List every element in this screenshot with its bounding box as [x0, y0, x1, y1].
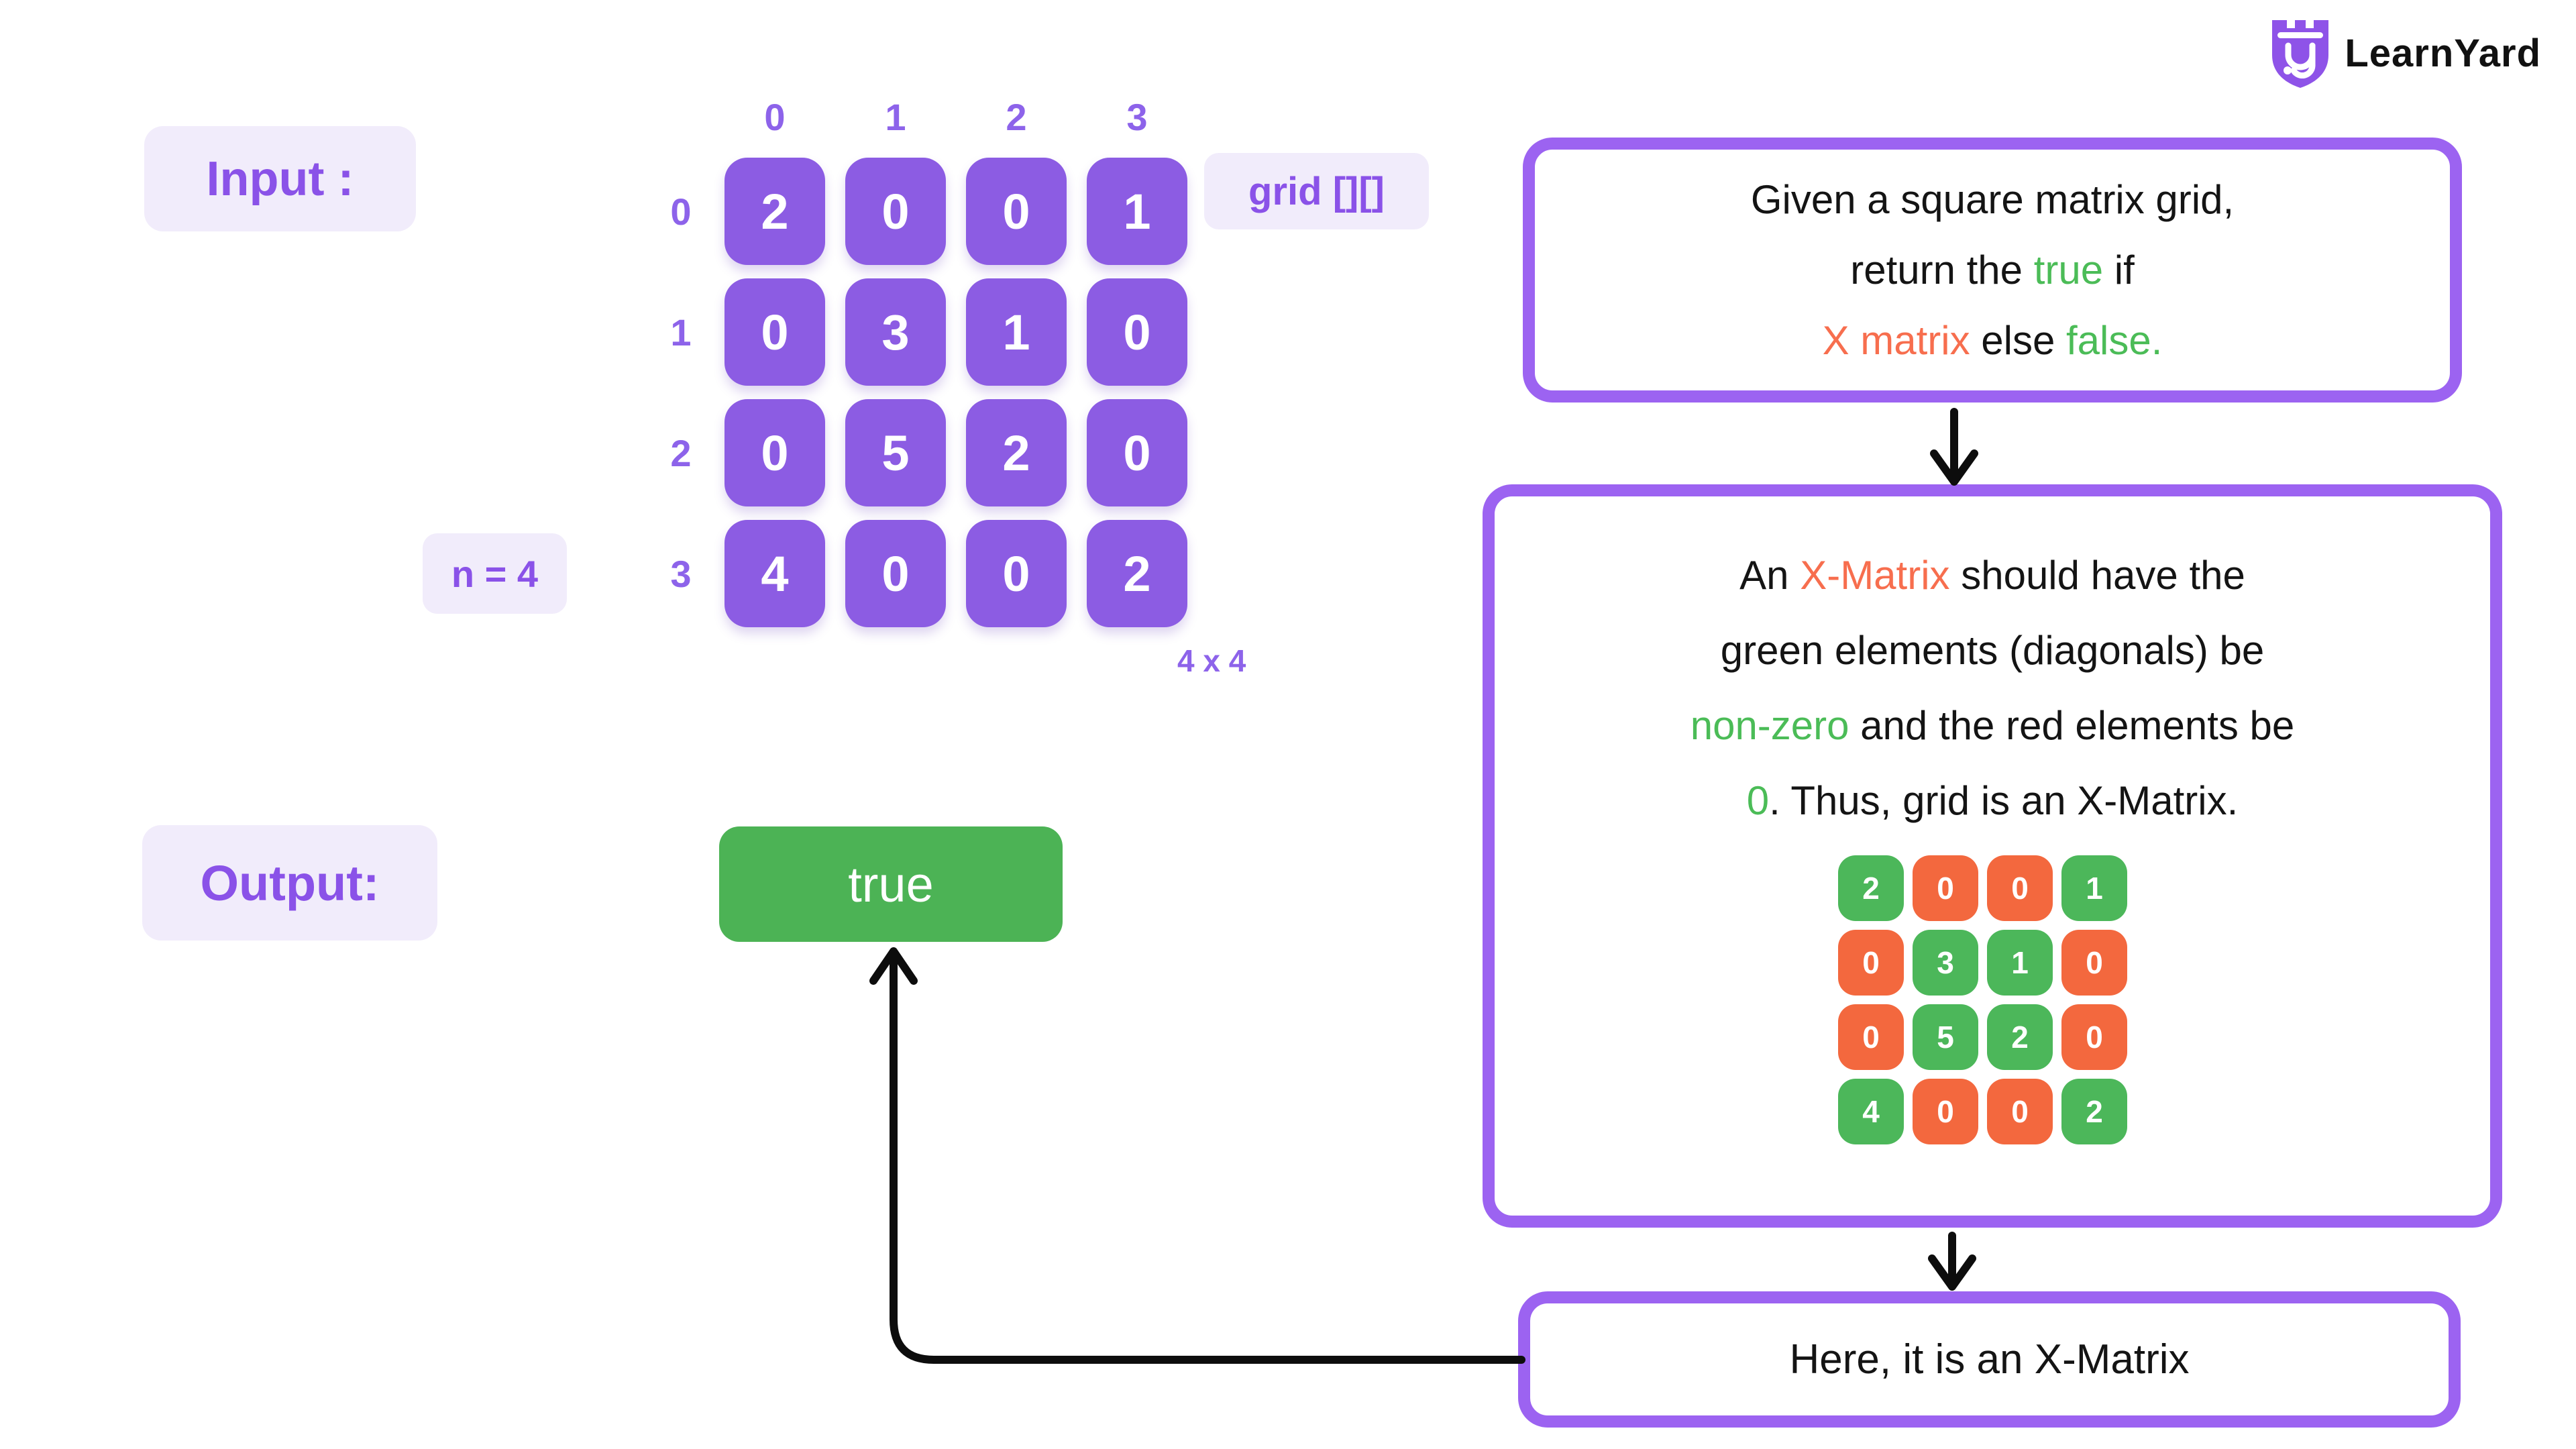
text-line: return the true if — [1850, 235, 2135, 305]
input-label: Input : — [206, 152, 354, 206]
arrow-explanation-to-conclusion — [1928, 1232, 1976, 1291]
learnyard-shield-icon — [2272, 20, 2329, 88]
input-chip: Input : — [144, 126, 416, 231]
matrix-col-headers: 0 1 2 3 — [724, 95, 1187, 139]
text-segment: X matrix — [1822, 318, 1970, 363]
grid-label: grid [][] — [1248, 169, 1385, 213]
text-segment: true — [2033, 248, 2104, 292]
row-header: 1 — [670, 311, 692, 354]
text-segment: should have the — [1949, 553, 2245, 598]
output-label: Output: — [200, 855, 380, 911]
output-value: true — [848, 856, 934, 912]
arrow-conclusion-to-output — [869, 947, 1525, 1364]
text-segment: non-zero — [1690, 703, 1849, 748]
output-chip: Output: — [142, 825, 437, 941]
example-matrix-cell: 4 — [1838, 1079, 1904, 1144]
matrix-cell: 2 — [966, 399, 1067, 506]
matrix-cell: 0 — [1087, 399, 1187, 506]
text-line: non-zero and the red elements be — [1690, 688, 2295, 763]
text-segment: return the — [1850, 248, 2034, 292]
example-matrix-cell: 5 — [1913, 1004, 1978, 1070]
example-matrix-cell: 2 — [1838, 855, 1904, 921]
example-matrix-cell: 2 — [2061, 1079, 2127, 1144]
matrix-cell: 0 — [845, 158, 946, 265]
text-segment: and the red elements be — [1849, 703, 2295, 748]
text-line: X matrix else false. — [1823, 305, 2163, 376]
col-header: 1 — [885, 96, 906, 138]
matrix-cell: 0 — [966, 520, 1067, 627]
matrix-cell: 3 — [845, 278, 946, 386]
text-line: An X-Matrix should have the — [1739, 538, 2245, 613]
arrow-problem-to-explanation — [1930, 408, 1978, 486]
example-matrix-cell: 0 — [1987, 1079, 2053, 1144]
row-header: 0 — [670, 190, 692, 233]
text-segment: An — [1739, 553, 1801, 598]
brand-name: LearnYard — [2345, 31, 2541, 75]
output-value-badge: true — [719, 826, 1063, 942]
matrix-cell: 5 — [845, 399, 946, 506]
matrix-cell: 4 — [724, 520, 825, 627]
example-matrix-cell: 0 — [1913, 1079, 1978, 1144]
matrix-cell: 1 — [1087, 158, 1187, 265]
matrix-cell: 0 — [966, 158, 1067, 265]
n-chip: n = 4 — [423, 533, 567, 614]
text-segment: Given a square matrix grid, — [1750, 177, 2235, 222]
conclusion-text: Here, it is an X-Matrix — [1789, 1336, 2190, 1383]
matrix-cell: 0 — [724, 399, 825, 506]
example-matrix-cell: 1 — [2061, 855, 2127, 921]
example-matrix-cell: 0 — [1987, 855, 2053, 921]
problem-statement-box: Given a square matrix grid, return the tr… — [1523, 138, 2462, 402]
text-segment: . Thus, grid is an X-Matrix. — [1769, 778, 2239, 823]
matrix-cell: 1 — [966, 278, 1067, 386]
matrix-cell: 0 — [724, 278, 825, 386]
text-segment: 0 — [1746, 778, 1770, 823]
example-matrix-cell: 0 — [2061, 1004, 2127, 1070]
example-matrix-cell: 3 — [1913, 930, 1978, 996]
n-label: n = 4 — [451, 552, 539, 595]
grid-chip: grid [][] — [1204, 153, 1429, 229]
row-header: 2 — [670, 431, 692, 474]
col-header: 2 — [1006, 96, 1027, 138]
row-header: 3 — [670, 552, 692, 595]
matrix-cell: 2 — [724, 158, 825, 265]
matrix-size-label: 4 x 4 — [1177, 643, 1246, 678]
text-segment: else — [1970, 318, 2067, 363]
example-matrix-cell: 0 — [1838, 1004, 1904, 1070]
example-matrix-cell: 0 — [2061, 930, 2127, 996]
text-line: Given a square matrix grid, — [1751, 164, 2234, 235]
matrix-cell: 0 — [1087, 278, 1187, 386]
text-segment: if — [2103, 248, 2135, 292]
example-matrix-cell: 0 — [1838, 930, 1904, 996]
matrix-cell: 2 — [1087, 520, 1187, 627]
learnyard-logo: LearnYard — [2268, 17, 2541, 89]
col-header: 3 — [1126, 96, 1148, 138]
text-segment: X-Matrix — [1800, 553, 1950, 598]
example-matrix-cell: 2 — [1987, 1004, 2053, 1070]
text-line: 0. Thus, grid is an X-Matrix. — [1747, 763, 2239, 839]
conclusion-box: Here, it is an X-Matrix — [1518, 1291, 2461, 1428]
text-segment: false. — [2066, 318, 2163, 363]
text-line: green elements (diagonals) be — [1721, 613, 2265, 688]
example-matrix-cell: 0 — [1913, 855, 1978, 921]
matrix-cell: 0 — [845, 520, 946, 627]
col-header: 0 — [764, 96, 786, 138]
text-segment: green elements (diagonals) be — [1720, 628, 2265, 673]
example-matrix-cell: 1 — [1987, 930, 2053, 996]
matrix-row-headers: 0 1 2 3 — [657, 158, 704, 627]
